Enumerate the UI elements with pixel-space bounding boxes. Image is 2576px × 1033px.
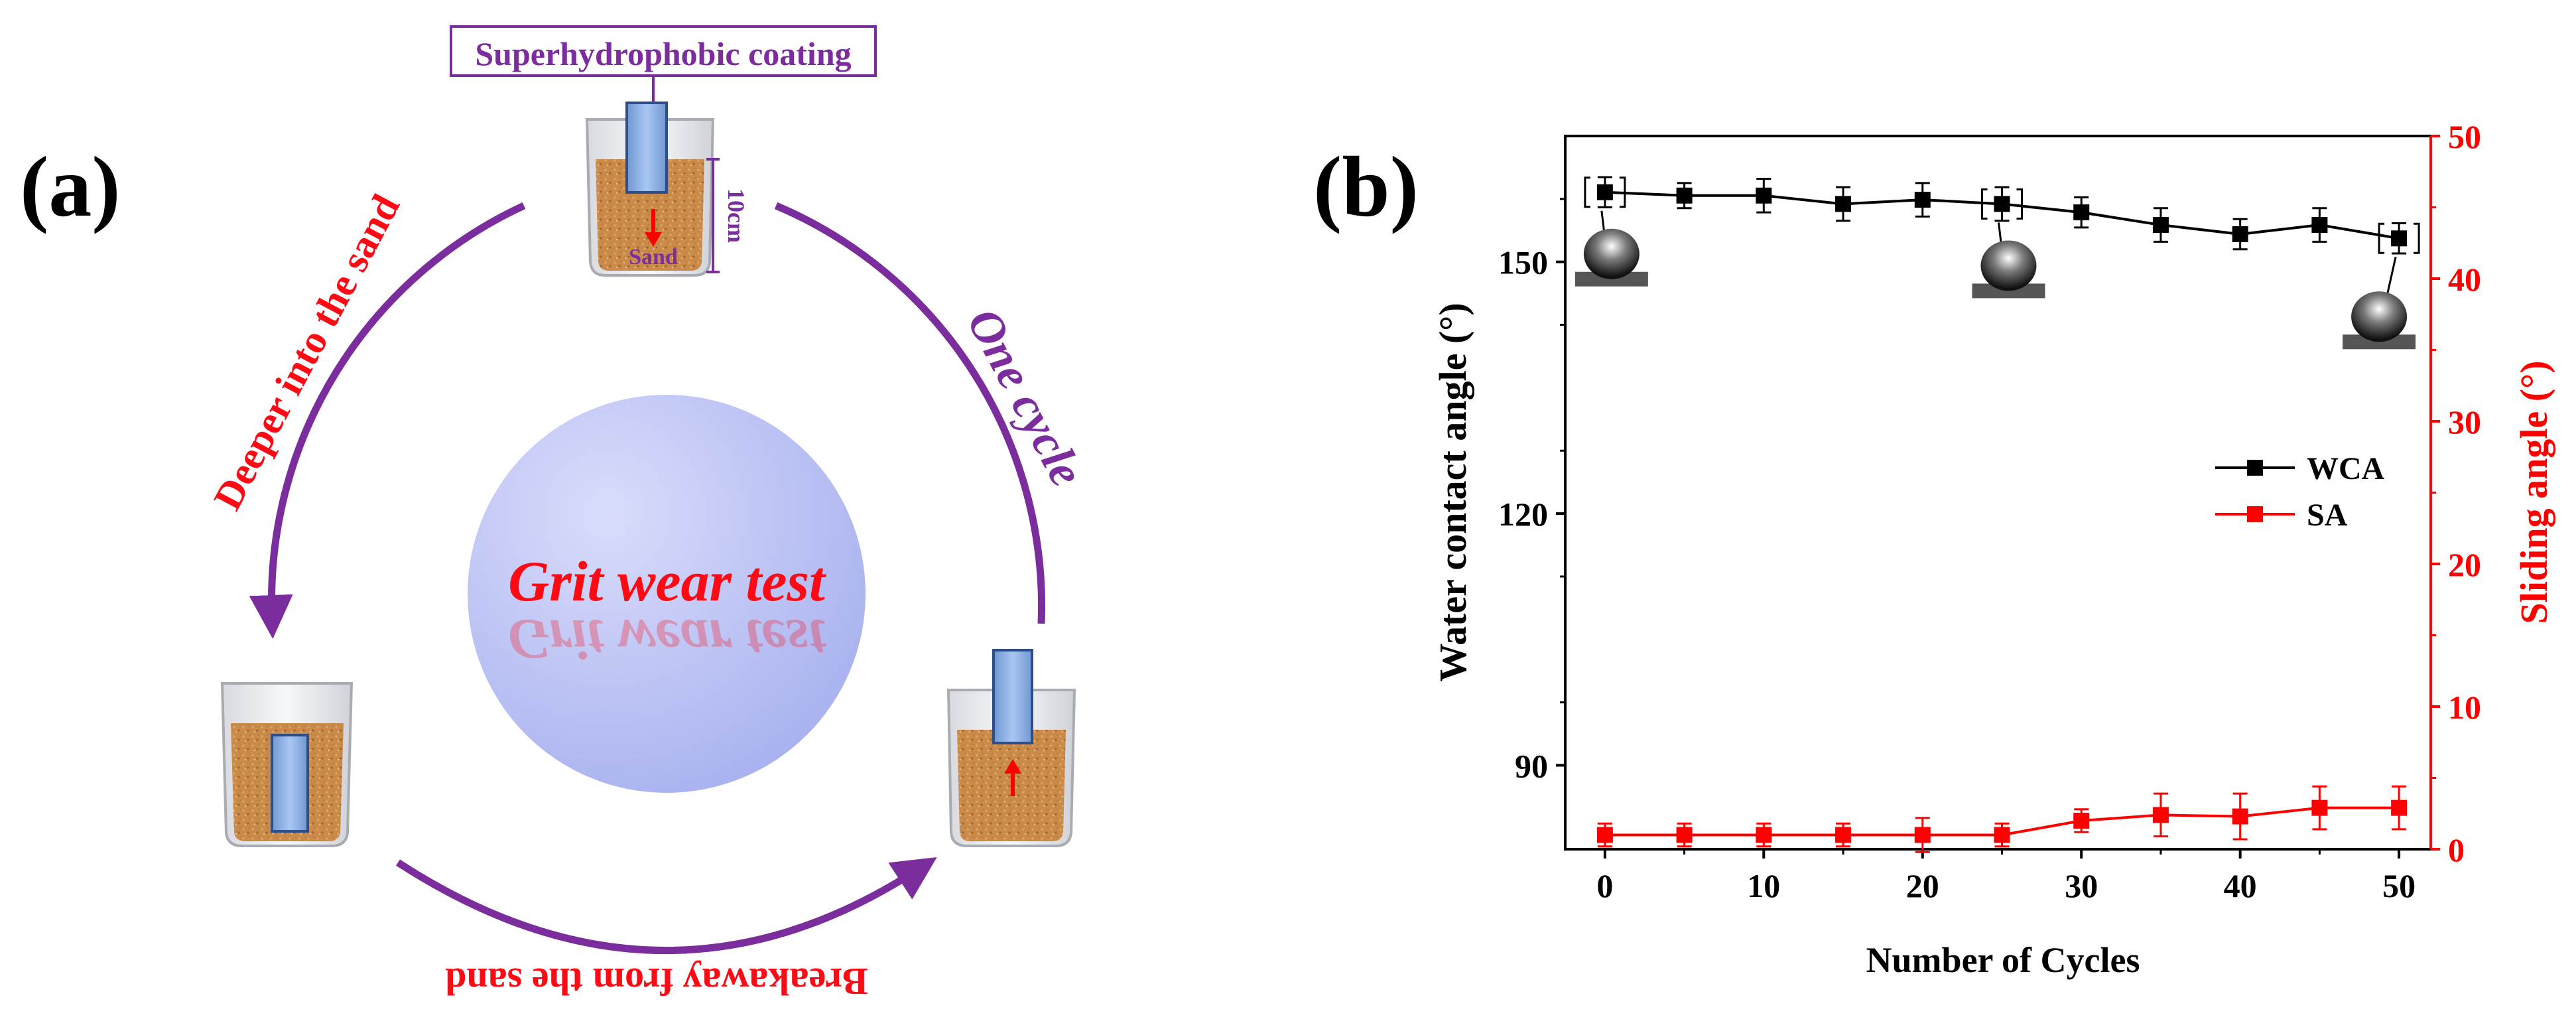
- droplet-icon: [2351, 291, 2408, 342]
- y2-tick-label: 20: [2448, 546, 2481, 583]
- coating-label-box: [450, 25, 877, 77]
- wca-point: [2232, 226, 2248, 242]
- sa-point: [1994, 827, 2010, 843]
- y-axis-label: Water contact angle (°): [1431, 303, 1474, 681]
- beaker-right: [946, 649, 1076, 847]
- panel-b-label: (b): [1313, 139, 1419, 235]
- wca-point: [1994, 196, 2010, 212]
- bracket-left: [1584, 176, 1590, 208]
- sand-label: Sand: [629, 245, 678, 269]
- sa-point: [2311, 799, 2328, 816]
- droplet-icon: [1583, 228, 1640, 279]
- y2-tick-label: 50: [2448, 118, 2481, 155]
- sa-point: [2073, 813, 2090, 829]
- depth-label: 10cm: [723, 188, 749, 243]
- bracket-left: [1980, 188, 1988, 220]
- wca-point: [2391, 230, 2408, 247]
- panel-a: (a) Superhydrophobic coating Sand 10cm: [20, 25, 1094, 1003]
- wca-point: [1596, 184, 1613, 200]
- sa-point: [1676, 827, 1693, 843]
- panel-a-label: (a): [20, 139, 121, 235]
- legend-sa-marker: [2247, 506, 2263, 522]
- center-circle: [468, 395, 866, 793]
- y2-axis-label: Sliding angle (°): [2512, 360, 2555, 624]
- y2-tick-label: 10: [2448, 689, 2481, 726]
- x-tick-label: 20: [1906, 867, 1939, 904]
- coating-label: Superhydrophobic coating: [475, 35, 851, 72]
- sa-point: [2391, 799, 2408, 816]
- sa-point: [2152, 807, 2169, 823]
- sample-right: [992, 649, 1033, 744]
- y-tick-label: 150: [1498, 244, 1548, 281]
- y-tick-label: 90: [1515, 748, 1548, 785]
- center-title-reflection: Grit wear test: [508, 608, 827, 671]
- arc-bottom-text: Breakaway from the sand: [445, 960, 868, 1003]
- panel-b: (b) 90 120 150 0 10 20 30 40 50 0 10 20 30 40 50 WCA…: [1313, 118, 2555, 980]
- center-title: Grit wear test: [508, 549, 827, 613]
- y2-tick-label: 0: [2448, 831, 2465, 868]
- y2-tick-label: 40: [2448, 261, 2481, 298]
- droplet-icon: [1980, 240, 2037, 291]
- x-tick-label: 50: [2382, 867, 2415, 904]
- wca-point: [1835, 196, 1852, 212]
- sa-point: [1914, 827, 1931, 843]
- sa-point: [1835, 827, 1852, 843]
- arc-right: [774, 202, 1046, 624]
- sa-point: [2232, 808, 2248, 825]
- legend-wca-marker: [2247, 460, 2263, 476]
- wca-point: [2073, 204, 2090, 221]
- x-tick-label: 40: [2224, 867, 2257, 904]
- wca-point: [1756, 187, 1772, 204]
- x-tick-label: 30: [2065, 867, 2098, 904]
- x-axis-label: Number of Cycles: [1866, 940, 2140, 980]
- beaker-top: Sand 10cm: [585, 102, 749, 277]
- bracket-right: [2414, 222, 2420, 254]
- arc-left-text: Deeper into the sand: [205, 187, 408, 517]
- sample-left: [271, 734, 309, 833]
- bracket-left: [2378, 222, 2385, 254]
- arc-right-text: One cycle: [957, 300, 1094, 494]
- wca-point: [2311, 217, 2328, 234]
- beaker-left: [220, 682, 354, 847]
- sa-point: [1756, 827, 1772, 843]
- x-tick-label: 10: [1747, 867, 1780, 904]
- legend-sa-label: SA: [2307, 498, 2348, 533]
- bracket-right: [2016, 188, 2023, 220]
- y-tick-label: 120: [1498, 496, 1548, 533]
- chart: 90 120 150 0 10 20 30 40 50 0 10 20 30 40 50 WCA SA W…: [1431, 118, 2555, 980]
- legend-wca-label: WCA: [2307, 451, 2385, 486]
- sa-point: [1596, 827, 1613, 843]
- wca-point: [2152, 217, 2169, 234]
- sample-top: [625, 102, 668, 194]
- wca-point: [1676, 187, 1693, 204]
- arc-left: [249, 202, 526, 639]
- bracket-right: [1619, 176, 1626, 208]
- x-tick-label: 0: [1596, 867, 1613, 904]
- y2-tick-label: 30: [2448, 403, 2481, 441]
- arc-bottom: [396, 857, 937, 954]
- wca-point: [1914, 192, 1931, 208]
